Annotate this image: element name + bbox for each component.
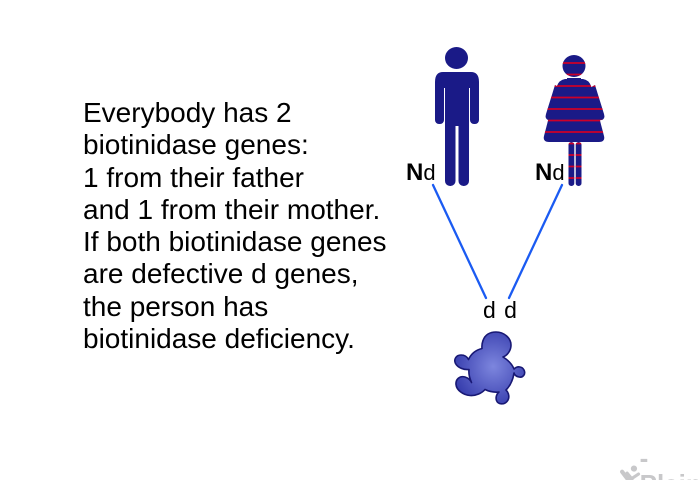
text-line: and 1 from their mother. xyxy=(83,193,381,225)
text-line: biotinidase deficiency. xyxy=(83,323,355,355)
text-line: the person has xyxy=(83,290,269,322)
text-line: biotinidase genes: xyxy=(83,129,309,161)
mother-right-leg xyxy=(575,142,582,186)
father-genotype-label: Nd xyxy=(406,161,436,185)
mother-to-child-line xyxy=(507,183,564,300)
baby-icon xyxy=(454,331,526,405)
father-head xyxy=(445,47,468,69)
xplain-logo-text: -Plain xyxy=(639,443,700,480)
child-genotype-label: d d xyxy=(483,297,518,323)
baby-silhouette xyxy=(454,331,526,405)
text-line: are defective d genes, xyxy=(83,258,359,290)
mother-left-arm xyxy=(545,85,562,121)
mother-right-arm xyxy=(588,85,605,121)
father-normal-allele: N xyxy=(406,159,424,186)
text-line: Everybody has 2 xyxy=(83,97,292,128)
mother-defective-allele: d xyxy=(552,160,565,185)
xplain-logo: -Plain xyxy=(618,444,700,480)
text-line: 1 from their father xyxy=(83,161,304,193)
mother-head xyxy=(562,55,586,77)
father-right-leg xyxy=(458,108,469,186)
mother-left-leg xyxy=(568,142,575,186)
father-icon xyxy=(435,47,479,186)
mother-genotype-label: Nd xyxy=(535,161,565,185)
mother-icon xyxy=(543,55,605,186)
text-line: If both biotinidase genes xyxy=(83,226,387,258)
mother-normal-allele: N xyxy=(535,159,553,186)
father-defective-allele: d xyxy=(423,160,436,185)
father-left-arm xyxy=(435,82,444,124)
slide-text: Everybody has 2 biotinidase genes: 1 fro… xyxy=(83,97,413,355)
father-to-child-line xyxy=(431,183,488,300)
xplain-x-person-icon xyxy=(620,465,641,480)
father-right-arm xyxy=(470,82,479,124)
father-left-leg xyxy=(445,108,456,186)
